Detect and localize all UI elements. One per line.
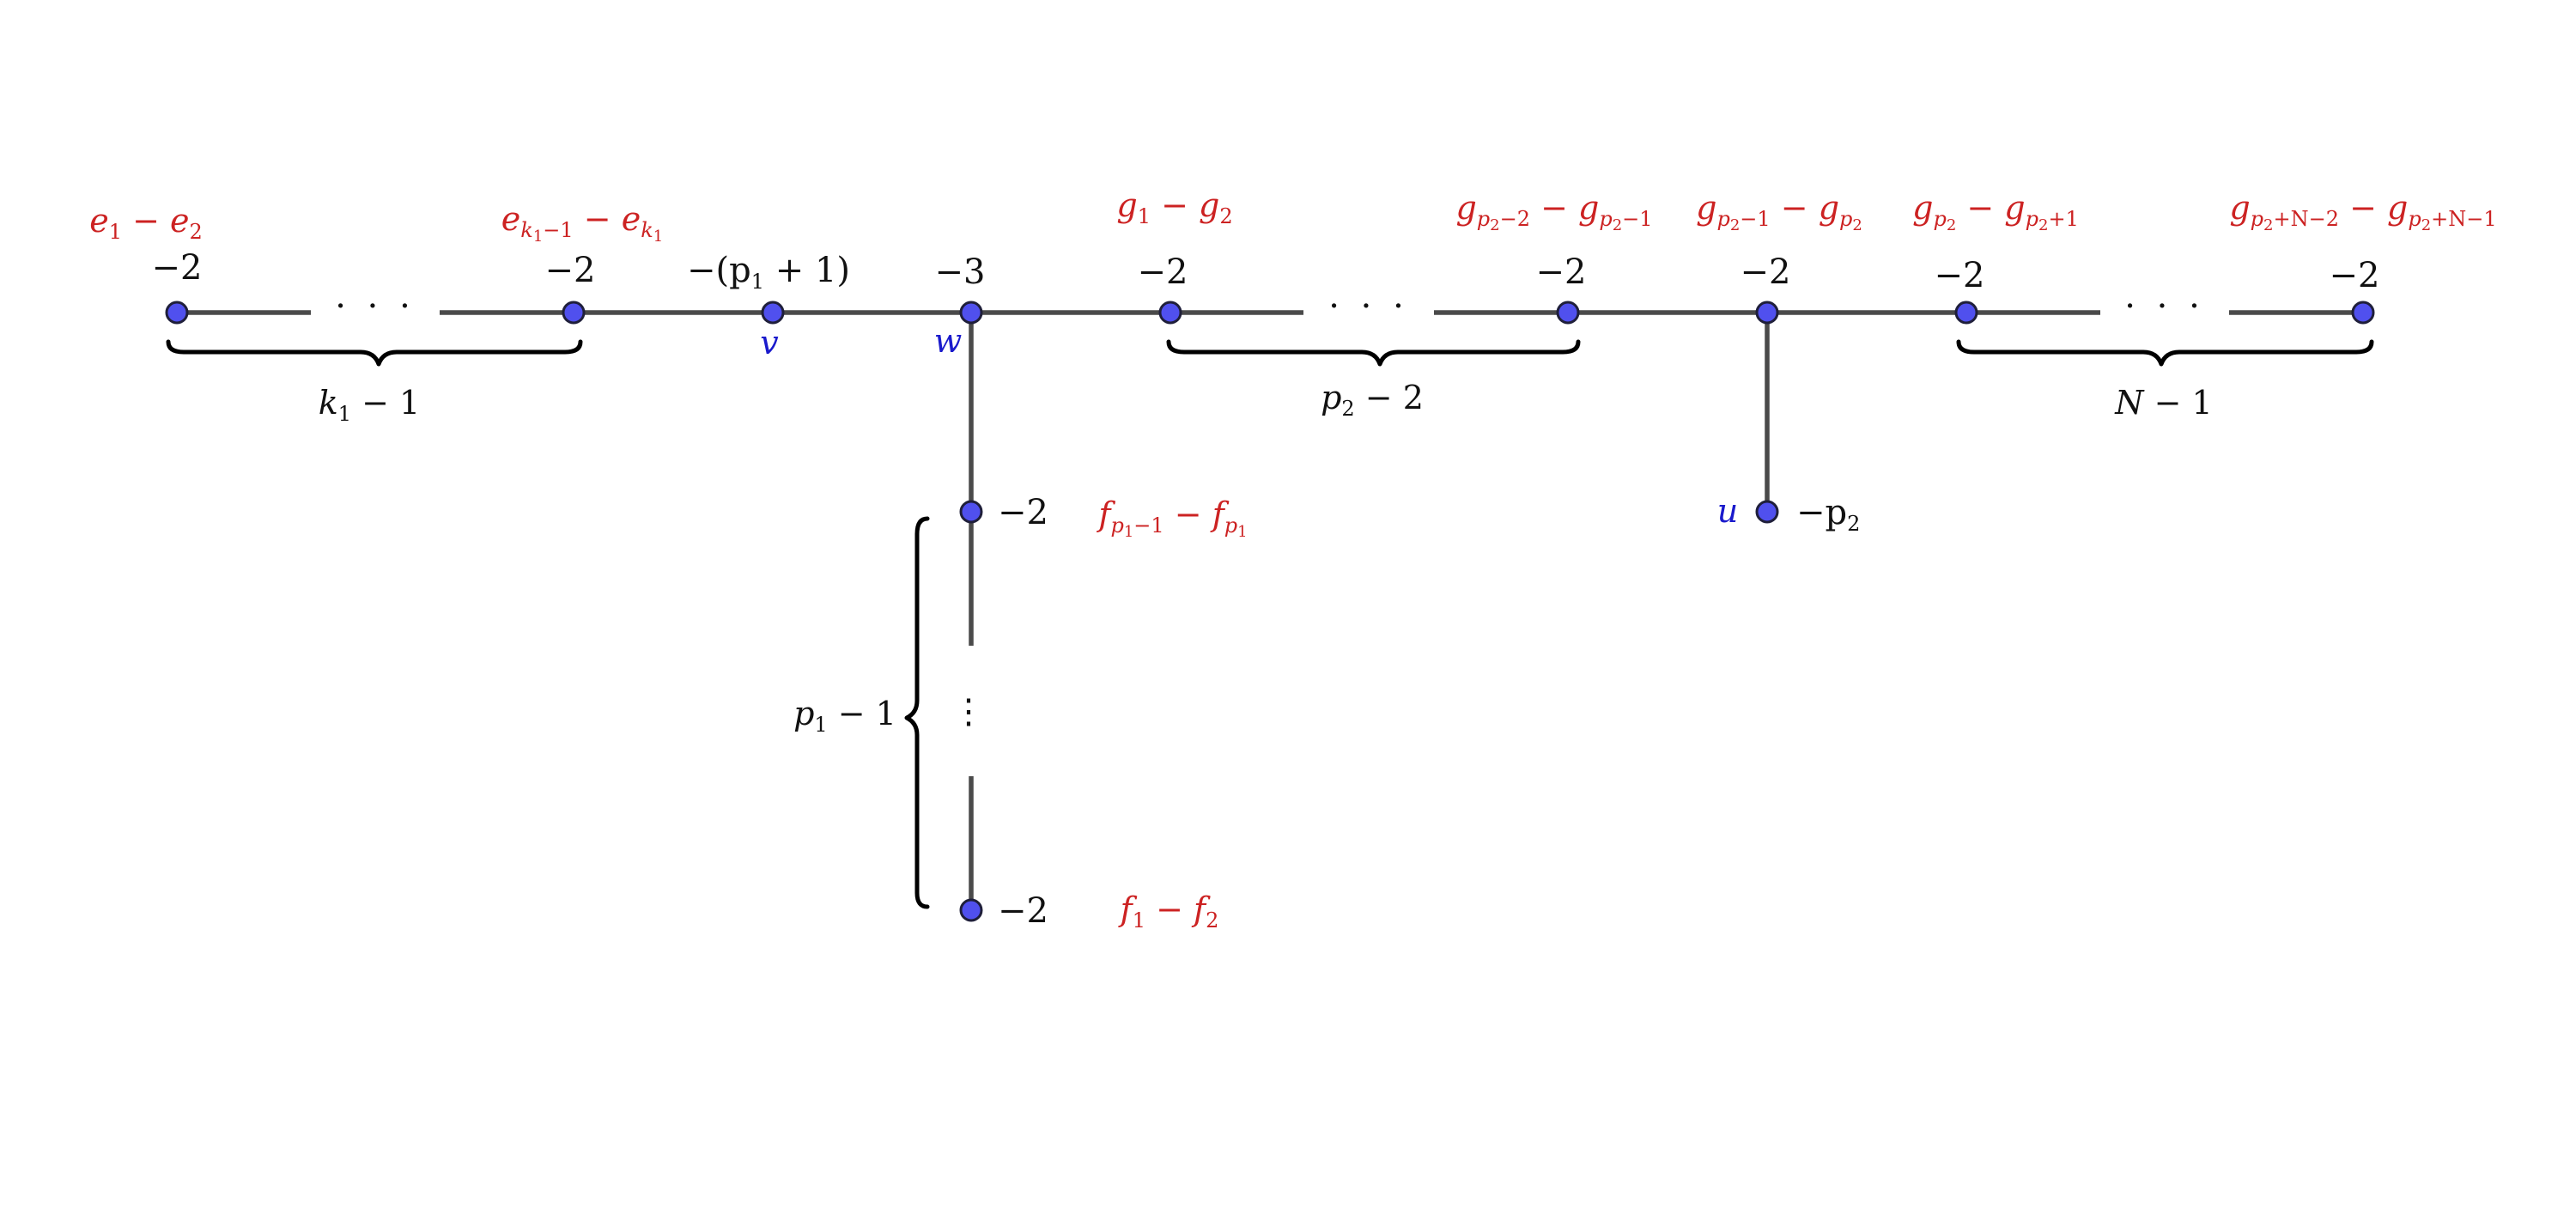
brace-N [1956, 339, 2374, 367]
weight-f-bottom: −2 [998, 891, 1048, 931]
weight-g1: −2 [1138, 252, 1188, 292]
ellipses: · · · · · · · · · ⋮ [335, 287, 2205, 732]
node-f-top [959, 500, 983, 524]
node-u [1755, 500, 1779, 524]
label-gp2+N-2-gp2+N-1: gp2+N−2 − gp2+N−1 [2229, 189, 2496, 234]
label-gp2-gp2+1: gp2 − gp2+1 [1912, 189, 2079, 234]
label-fp1-1-fp1: fp1−1 − fp1 [1096, 495, 1247, 541]
brace-labels: k1 − 1 p2 − 2 N − 1 p1 − 1 [319, 379, 2213, 737]
node-w [959, 301, 983, 325]
node-g5 [2351, 301, 2375, 325]
node-g2 [1556, 301, 1580, 325]
weight-ek: −2 [545, 251, 596, 290]
nodes [165, 301, 2375, 922]
ellipsis-vertical: ⋮ [951, 692, 991, 732]
ellipsis-h3: · · · [2124, 287, 2205, 326]
vertex-name-u: u [1717, 492, 1738, 530]
node-ek [562, 301, 586, 325]
weight-g3: −2 [1741, 252, 1791, 292]
vertex-name-v: v [760, 324, 779, 361]
node-g4 [1954, 301, 1978, 325]
weight-g2: −2 [1536, 252, 1587, 292]
weight-e1: −2 [152, 248, 203, 288]
label-gp2-1-gp2: gp2−1 − gp2 [1696, 189, 1862, 234]
brace-p2 [1166, 339, 1581, 367]
ellipsis-h2: · · · [1328, 287, 1409, 326]
brace-label-p2-2: p2 − 2 [1321, 379, 1424, 421]
weight-u: −p2 [1796, 493, 1860, 536]
node-v [761, 301, 785, 325]
brace-label-N-1: N − 1 [2114, 384, 2212, 422]
weight-f-top: −2 [998, 493, 1048, 532]
label-ek1-1-ek1: ek1−1 − ek1 [501, 200, 663, 246]
brace-label-p1-1: p1 − 1 [793, 695, 896, 737]
label-f1-f2: f1 − f2 [1118, 890, 1219, 933]
node-e1 [165, 301, 189, 325]
braces [166, 339, 2374, 909]
node-g1 [1158, 301, 1182, 325]
weight-g4: −2 [1935, 256, 1985, 295]
label-e1-e2: e1 − e2 [89, 202, 203, 244]
ellipsis-h1: · · · [335, 287, 416, 326]
node-g3 [1755, 301, 1779, 325]
weight-g5: −2 [2330, 256, 2380, 295]
edges [177, 310, 2363, 910]
label-gp2-2-gp2-1: gp2−2 − gp2−1 [1455, 189, 1652, 234]
weights: −2 −2 −(p1 + 1) −3 −2 −2 −2 −2 −2 −2 −2 … [152, 248, 2380, 931]
brace-k1 [166, 339, 583, 367]
node-f-bottom [959, 898, 983, 922]
vertex-names: v w u [760, 322, 1738, 530]
vertex-name-w: w [934, 322, 963, 360]
weight-v: −(p1 + 1) [687, 251, 850, 294]
brace-label-k1-1: k1 − 1 [319, 384, 421, 426]
brace-p1 [904, 516, 930, 909]
weight-w: −3 [935, 252, 986, 292]
red-labels: e1 − e2 ek1−1 − ek1 g1 − g2 gp2−2 − gp2−… [89, 186, 2496, 933]
label-g1-g2: g1 − g2 [1116, 186, 1232, 228]
